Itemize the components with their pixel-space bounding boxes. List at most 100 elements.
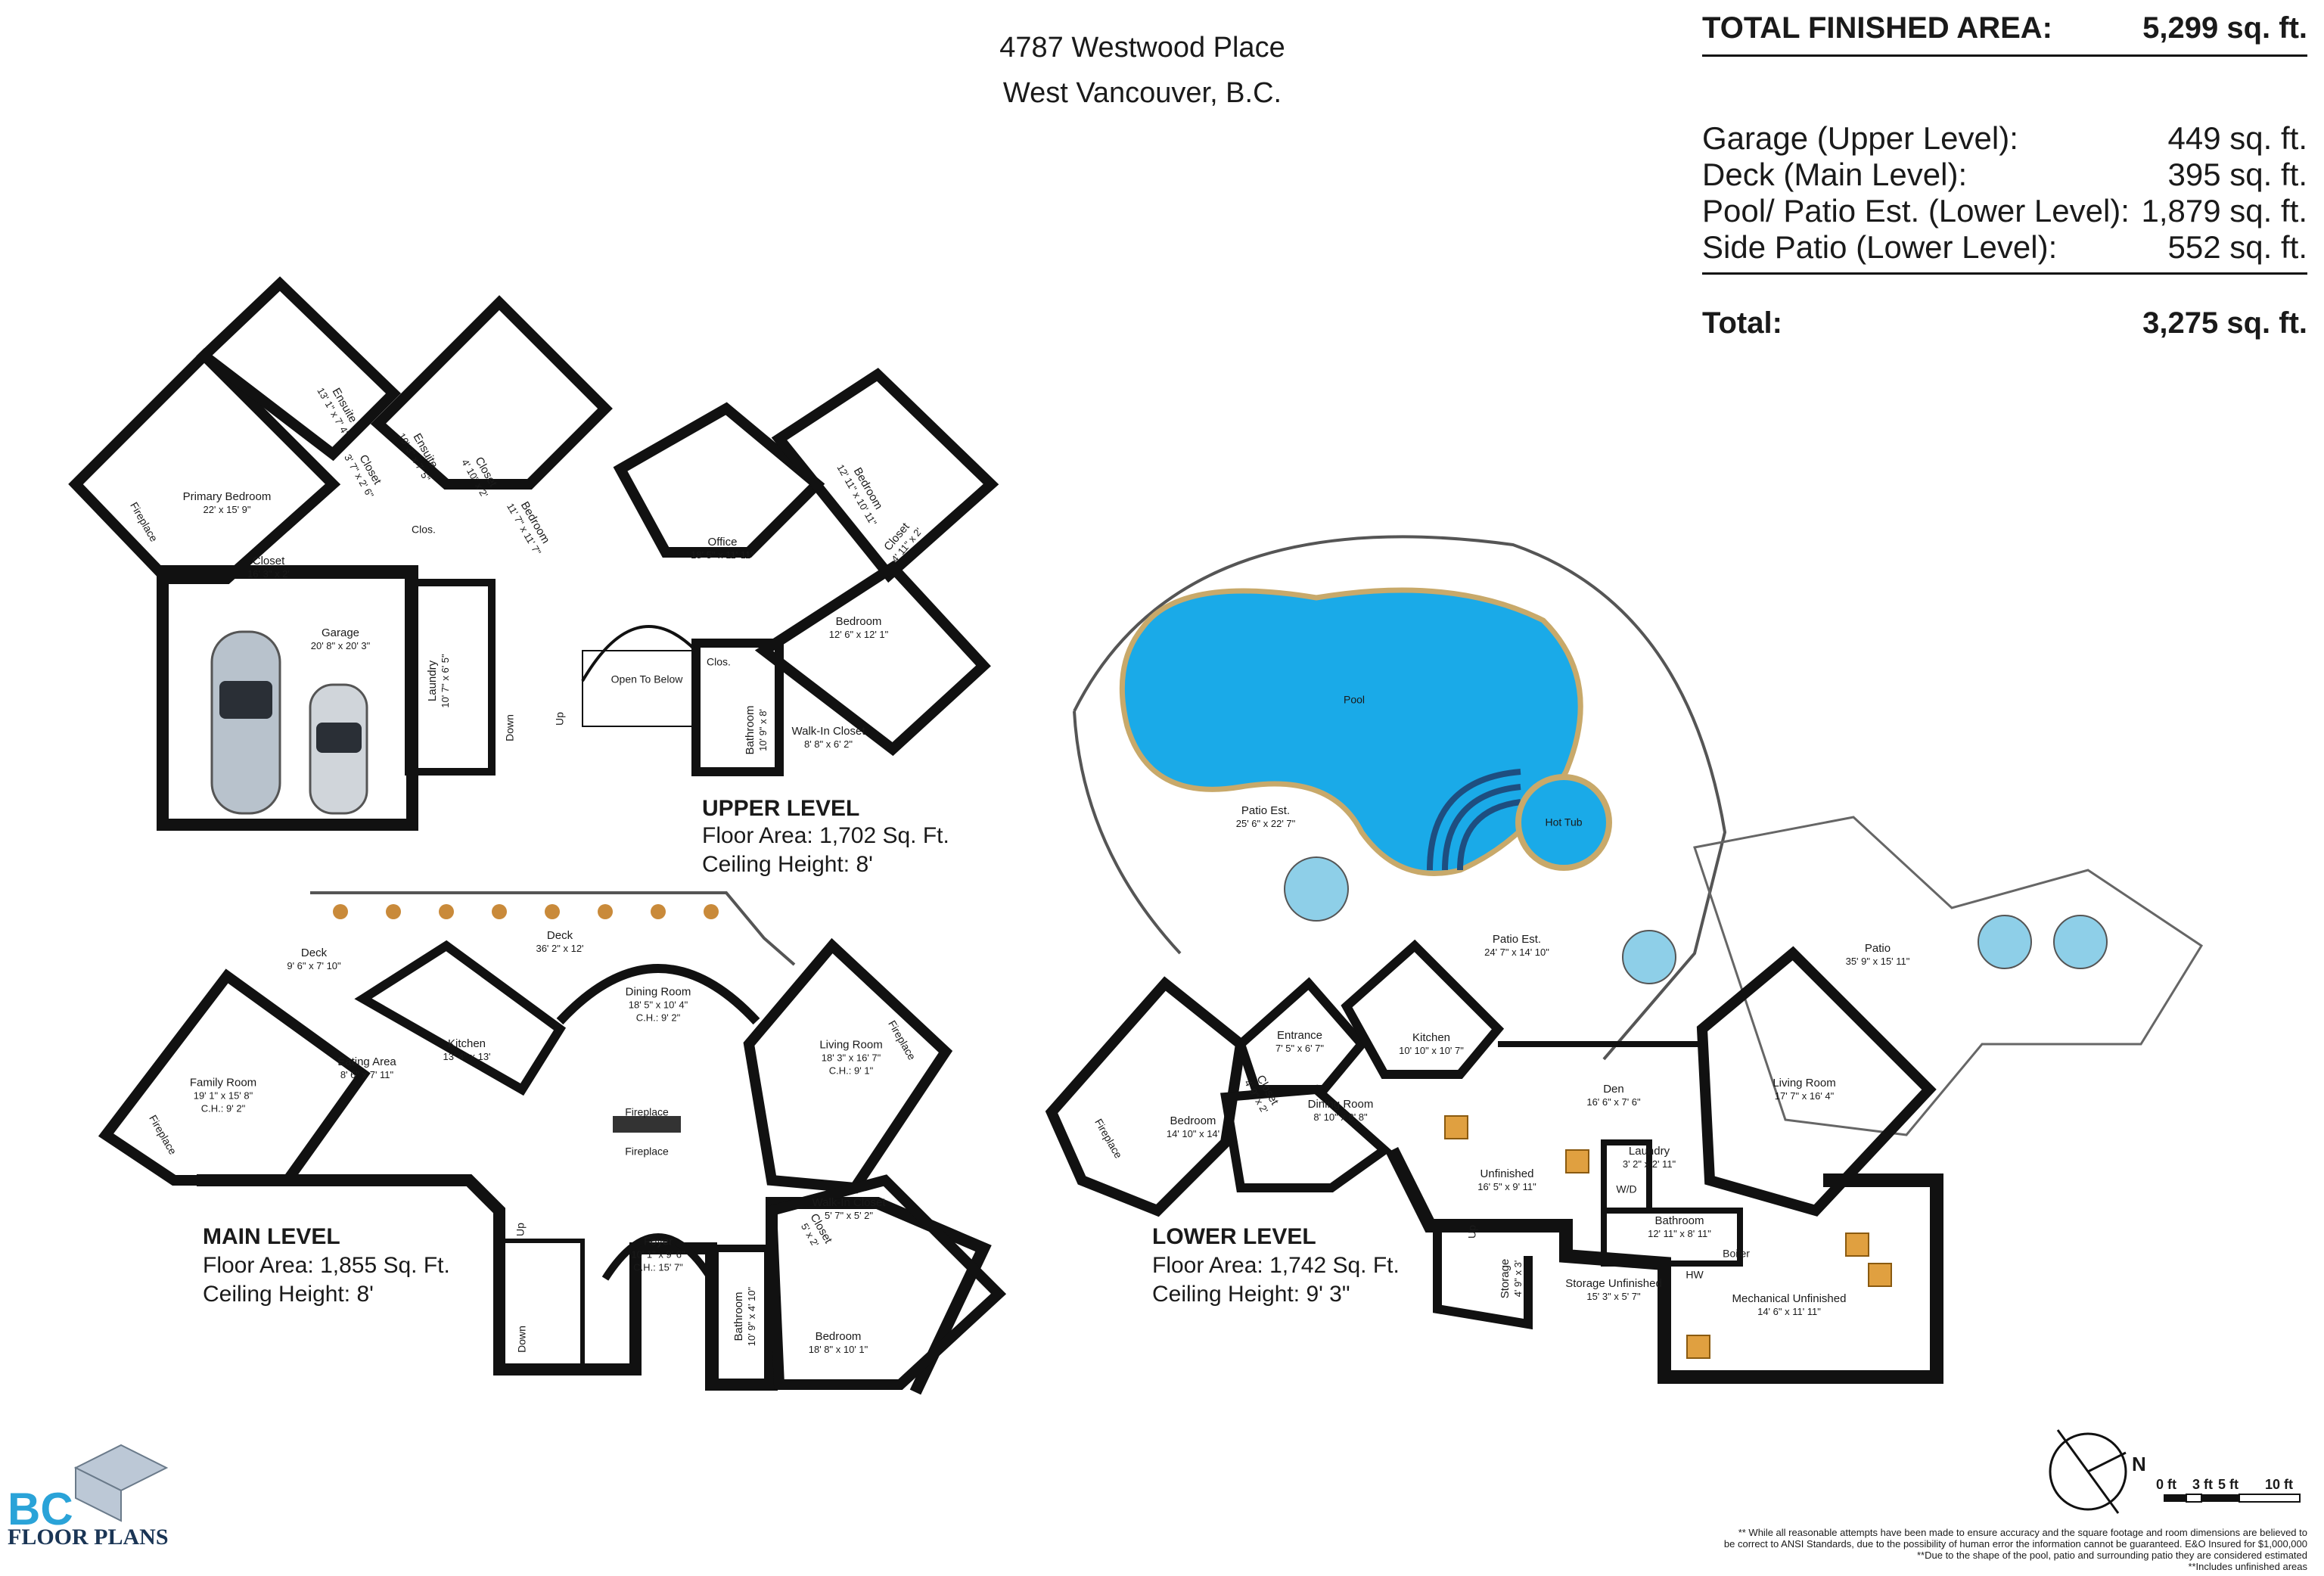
room-dim: 10' 7" x 6' 5": [440, 654, 451, 708]
room-name: Primary Bedroom: [182, 490, 272, 503]
lower-patio-west: [1073, 710, 1182, 955]
stair-up-label: Up: [553, 712, 566, 726]
main-level-title: MAIN LEVEL: [203, 1224, 340, 1249]
room-dim: 5' 7" x 5' 2": [824, 1210, 874, 1221]
main-level-ceiling: Ceiling Height: 8': [203, 1282, 374, 1307]
hot-water-label: HW: [1686, 1268, 1704, 1281]
summary-row-label: Pool/ Patio Est. (Lower Level):: [1702, 193, 2130, 228]
room-name: Dining Room: [1307, 1098, 1374, 1111]
compass-graphic: [2049, 1429, 2127, 1514]
summary-row: Deck (Main Level): 395 sq. ft.: [1702, 156, 2307, 194]
summary-row: Pool/ Patio Est. (Lower Level): 1,879 sq…: [1702, 192, 2307, 230]
stair-down-label: Down: [515, 1326, 528, 1353]
room-dim: 15' 3" x 5' 7": [1586, 1291, 1641, 1302]
room-name: Storage Unfinished: [1565, 1277, 1662, 1290]
box-shape: [1444, 1115, 1468, 1139]
room-dim: 13' 4" x 13': [443, 1051, 491, 1062]
disclaimer-line: **Includes unfinished areas: [2188, 1561, 2307, 1572]
lower-storage-wall: [1433, 1226, 1533, 1330]
total-row: Total: 3,275 sq. ft.: [1702, 304, 2307, 342]
room-name: Deck: [300, 947, 328, 959]
room-dim: 16' 6" x 7' 6": [1586, 1096, 1641, 1108]
plant-shape: [333, 904, 348, 919]
scale-bar-segment: [2164, 1494, 2186, 1502]
main-deck-rail: [310, 891, 796, 966]
room-dim: 8' 6" x 7' 11": [340, 1069, 394, 1080]
plant-shape: [492, 904, 507, 919]
plant-shape: [545, 904, 560, 919]
boiler-label: Boiler: [1723, 1247, 1750, 1260]
room-name: Kitchen: [447, 1037, 486, 1050]
stair-up-label: Up: [514, 1223, 527, 1236]
upper-primary-wing-wall: [68, 348, 341, 584]
walls-group: [68, 276, 2204, 1395]
summary-row-value: 449 sq. ft.: [2167, 120, 2307, 156]
summary-row-value: 1,879 sq. ft.: [2141, 193, 2307, 228]
box-shape: [1845, 1233, 1869, 1257]
address-line-1: 4787 Westwood Place: [999, 32, 1285, 64]
upper-garage-wall: [157, 565, 418, 831]
lower-living-wing-wall: [1696, 946, 1937, 1217]
room-name: Patio Est.: [1241, 804, 1291, 817]
room-name: Storage: [1499, 1258, 1512, 1299]
total-finished-value: 5,299 sq. ft.: [2142, 11, 2307, 45]
room-ceiling: C.H.: 9' 2": [635, 1012, 681, 1024]
room-name: Unfinished: [1480, 1167, 1534, 1180]
logo-floor-plans-text: FLOOR PLANS: [8, 1525, 169, 1550]
room-name: Bathroom: [732, 1292, 745, 1341]
total-value: 3,275 sq. ft.: [2142, 306, 2307, 340]
room-name: Walk-In Closet: [812, 1196, 886, 1209]
pool-shape: [1119, 587, 1583, 876]
washer-dryer-label: W/D: [1616, 1183, 1637, 1195]
room-dim: 18' 8" x 10' 1": [808, 1344, 868, 1355]
logo-mark: [73, 1444, 169, 1522]
room-name: Den: [1603, 1083, 1624, 1096]
room-dim: 17' 7" x 16' 4": [1774, 1090, 1835, 1102]
lower-level-area: Floor Area: 1,742 Sq. Ft.: [1152, 1253, 1400, 1278]
pool-steps: [1427, 769, 1521, 871]
room-dim: 4' 9" x 3': [1512, 1260, 1524, 1298]
box-shape: [1565, 1149, 1589, 1173]
room-dim: 12' 11" x 8' 11": [1648, 1228, 1711, 1239]
room-dim: 7' 5" x 6' 7": [1275, 1043, 1325, 1054]
room-name: Dining Room: [625, 985, 691, 999]
room-name: Bedroom: [1170, 1114, 1216, 1127]
room-name: Living Room: [1773, 1077, 1836, 1090]
main-family-wing-wall: [98, 968, 371, 1186]
room-name: Eating Area: [337, 1055, 396, 1068]
room-dim: 18' 5" x 11' 11": [691, 549, 754, 561]
main-bathroom-wall: [711, 1245, 772, 1388]
scale-bar-segment: [2186, 1494, 2202, 1503]
scale-label: 5 ft: [2218, 1477, 2239, 1492]
lower-level-title: LOWER LEVEL: [1152, 1224, 1316, 1249]
summary-rule-bottom: [1702, 272, 2307, 275]
hot-tub-label: Hot Tub: [1545, 816, 1583, 828]
room-dim: 8' 10" x 8' 8": [1313, 1111, 1368, 1123]
room-ceiling: C.H.: 9' 1": [828, 1065, 874, 1077]
upper-ensuite-wall: [196, 276, 401, 462]
room-dim: 22' x 15' 9": [203, 504, 251, 515]
address-line-2: West Vancouver, B.C.: [1002, 77, 1282, 109]
upper-laundry-wall: [405, 579, 496, 776]
car-shape: [210, 630, 281, 815]
scale-bar-segment: [2201, 1494, 2239, 1502]
box-shape: [1868, 1263, 1892, 1287]
room-dim: 25' 6" x 22' 7": [1235, 818, 1296, 829]
room-ceiling: C.H.: 9' 2": [200, 1102, 246, 1114]
room-name: Walk-In Closet: [791, 725, 865, 738]
room-name: Patio Est.: [1492, 933, 1542, 946]
room-name: Entrance: [1276, 1029, 1323, 1042]
